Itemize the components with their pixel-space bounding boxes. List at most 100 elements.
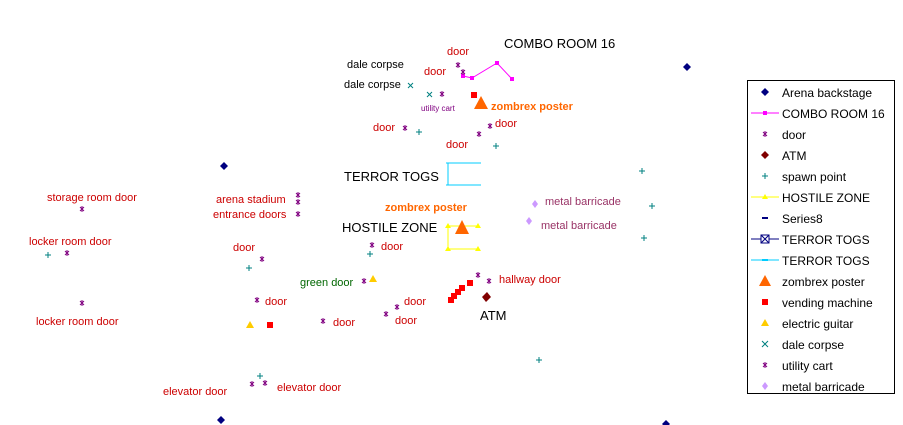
arena-backstage-marker [662,420,670,425]
door-marker [64,250,70,256]
atm-marker [482,292,491,302]
door-marker [475,272,481,278]
store-label: TERROR TOGS [344,169,439,184]
dale-corpse-marker [426,91,433,98]
arena-backstage-marker [683,63,691,71]
door-marker [79,206,85,212]
legend-label: dale corpse [782,338,845,352]
electric-guitar-marker [246,321,254,328]
door-label: door [381,241,403,253]
legend-item: Arena backstage [748,83,894,103]
vending-machine-marker [455,289,461,295]
spawn-point-marker [536,357,542,363]
legend-label: ATM [782,149,807,163]
dale-corpse-label: dale corpse [347,59,404,71]
legend-item: dale corpse [748,335,894,355]
legend-label: TERROR TOGS [782,254,870,268]
door-label: door [404,296,426,308]
vending-machine-marker [459,285,465,291]
legend-label: HOSTILE ZONE [782,191,871,205]
door-marker [394,304,400,310]
door-marker [249,381,255,387]
zombrex-poster-markers [455,96,488,234]
terror-togs-outline [446,162,481,186]
door-marker [476,131,482,137]
door-label: door [395,315,417,327]
spawn-point-marker [367,251,373,257]
yellow-line-triangle-icon [751,194,779,199]
spawn-point-marker [639,168,645,174]
door-label: door [446,139,468,151]
combo-room-line [462,62,513,80]
metal-barricade-marker [532,200,538,208]
metal-barricade-label: metal barricade [541,220,617,232]
utility-cart-label: utility cart [421,104,456,113]
door-label: elevator door [163,386,228,398]
legend-label: electric guitar [782,317,854,331]
vending-machine-marker [467,280,473,286]
metal-barricade-label: metal barricade [545,196,621,208]
vending-machine-marker [471,92,477,98]
vending-machine-marker [267,322,273,328]
legend-label: zombrex poster [782,275,865,289]
navy-line-x-square-icon [751,234,779,244]
door-marker [254,297,260,303]
door-label: door [424,66,446,78]
zombrex-poster-marker [474,96,488,109]
legend-item: HOSTILE ZONE [748,188,894,208]
triangle-icon [761,319,769,326]
door-label: door [447,46,469,58]
door-marker [487,123,493,129]
legend-item: zombrex poster [748,272,894,292]
spawn-point-marker [641,235,647,241]
door-marker [259,256,265,262]
metal-barricade-markers [526,200,538,225]
zombrex-poster-label: zombrex poster [385,202,468,214]
legend: Arena backstage COMBO ROOM 16 door ATM s… [747,80,895,394]
legend-item: door [748,125,894,145]
room-label: COMBO ROOM 16 [504,36,615,51]
map-labels: COMBO ROOM 16 door dale corpse door dale… [29,36,621,398]
atm-markers [482,292,491,302]
door-marker [361,278,367,284]
door-label: locker room door [29,236,112,248]
diamond-icon [761,88,769,96]
hostile-zone-vertex [445,223,451,228]
legend-item: spawn point [748,167,894,187]
combo-room-outline [461,61,514,81]
door-label: door [233,242,255,254]
legend-item: Series8 [748,209,894,229]
spawn-point-marker [45,252,51,258]
door-marker [460,69,466,75]
green-door-label: green door [300,277,354,289]
door-label: locker room door [36,316,119,328]
combo-room-vertex [461,74,465,78]
dash-icon [762,217,768,219]
door-marker [295,199,301,205]
door-label: storage room door [47,192,137,204]
door-marker [486,278,492,284]
door-marker [402,125,408,131]
door-marker [369,242,375,248]
arena-backstage-marker [217,416,225,424]
door-marker [79,300,85,306]
hostile-zone-vertex [475,223,481,228]
door-markers [64,62,493,387]
door-label: door [265,296,287,308]
door-label: elevator door [277,382,342,394]
dale-corpse-marker [407,82,414,89]
metal-barricade-marker [526,217,532,225]
door-marker [455,62,461,68]
star-icon [762,362,768,368]
legend-label: Series8 [782,212,823,226]
door-marker [383,311,389,317]
magenta-line-square-icon [751,111,779,115]
combo-room-vertex [470,76,474,80]
door-label: door [373,122,395,134]
door-label: door [333,317,355,329]
spawn-point-markers [45,129,655,379]
legend-item: utility cart [748,356,894,376]
door-marker [295,211,301,217]
legend-item: TERROR TOGS [748,251,894,271]
